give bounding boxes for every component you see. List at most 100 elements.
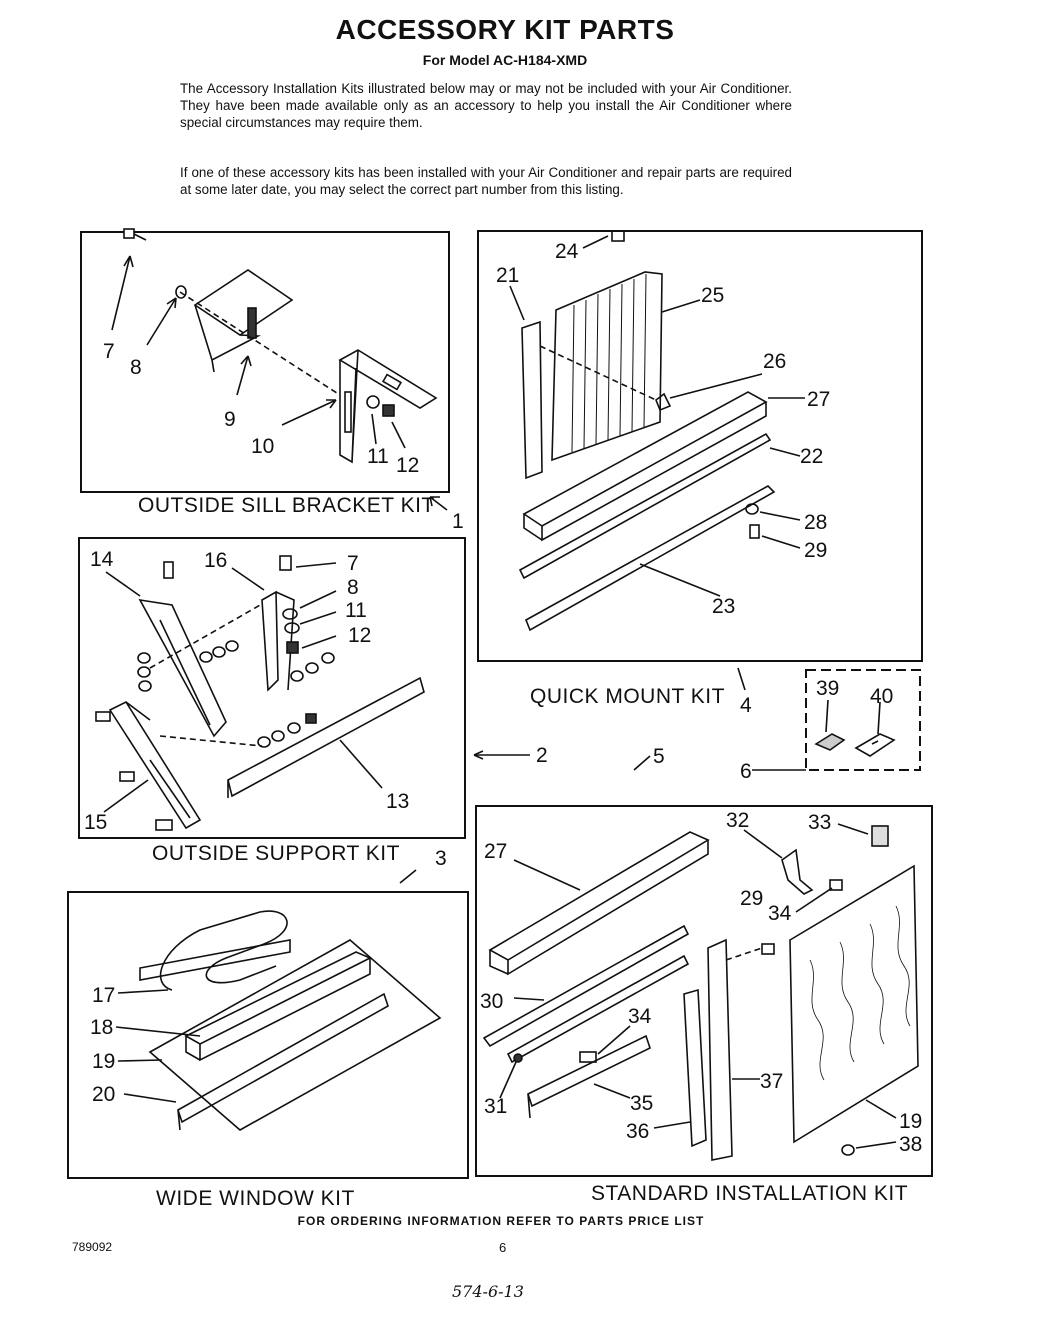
part-label: 8	[347, 576, 359, 599]
part-label: 28	[804, 511, 827, 534]
standard-side-panel	[789, 864, 919, 1144]
handwritten-note: 574-6-13	[452, 1282, 524, 1301]
part-label: 29	[740, 887, 763, 910]
part-label: 11	[345, 599, 367, 622]
part-label: 21	[496, 264, 519, 287]
part-label: 34	[768, 902, 792, 925]
part-label: 20	[92, 1083, 115, 1106]
standard-sill-bar	[488, 831, 710, 976]
support-bracket-15	[108, 700, 202, 830]
wide-window-kit-frame	[67, 891, 469, 1179]
wide-window-wood-strip	[184, 951, 372, 1062]
quick-mount-panel	[551, 271, 663, 462]
standard-bracket-32	[781, 848, 814, 895]
wide-window-rail	[177, 992, 389, 1131]
screw-icon	[749, 524, 760, 539]
washer-icon	[137, 608, 335, 748]
kit-name-standard-installation: STANDARD INSTALLATION KIT	[591, 1182, 908, 1205]
part-label: 34	[628, 1005, 652, 1028]
part-label: 36	[626, 1120, 649, 1143]
page-title: ACCESSORY KIT PARTS	[335, 14, 675, 45]
bolt-icon	[123, 228, 147, 241]
standard-channel-37	[707, 938, 733, 1161]
part-label: 23	[712, 595, 735, 618]
quick-mount-strip-23	[524, 485, 776, 632]
part-label: 25	[701, 284, 724, 307]
part-label: 8	[130, 356, 142, 379]
part-label: 7	[347, 552, 359, 575]
part-40-clip	[854, 733, 896, 757]
nut-icon	[382, 404, 395, 417]
quick-mount-strip-22	[518, 432, 772, 580]
document-number: 789092	[72, 1240, 113, 1254]
part-label: 35	[630, 1092, 653, 1115]
part-label: 40	[870, 685, 893, 708]
part-label: 19	[899, 1110, 922, 1133]
lock-washer-icon	[366, 395, 380, 409]
kit-name-wide-window: WIDE WINDOW KIT	[156, 1187, 355, 1210]
part-label: 29	[804, 539, 827, 562]
sill-bracket-cover	[193, 269, 294, 373]
part-label: 24	[555, 240, 579, 263]
part-label: 11	[367, 445, 389, 468]
quick-mount-channel	[521, 320, 543, 480]
part-label: 7	[103, 340, 115, 363]
part-label: 4	[740, 694, 752, 717]
page-number: 6	[499, 1240, 507, 1255]
nut-icon	[286, 641, 299, 654]
standard-angle-35	[527, 1034, 651, 1119]
standard-seal-36	[683, 988, 707, 1148]
kit-name-outside-sill-bracket: OUTSIDE SILL BRACKET KIT	[138, 494, 435, 517]
screw-icon	[841, 1144, 855, 1156]
kit-name-outside-support: OUTSIDE SUPPORT KIT	[152, 842, 400, 865]
part-label: 15	[84, 811, 107, 834]
part-label: 9	[224, 408, 236, 431]
sill-bracket	[338, 349, 438, 464]
part-label: 1	[452, 510, 464, 533]
part-label: 31	[484, 1095, 507, 1118]
part-label: 37	[760, 1070, 783, 1093]
part-label: 2	[536, 744, 548, 767]
kit-name-quick-mount: QUICK MOUNT KIT	[530, 685, 725, 708]
ordering-note: FOR ORDERING INFORMATION REFER TO PARTS …	[297, 1214, 705, 1228]
model-subtitle: For Model AC-H184-XMD	[422, 52, 588, 68]
support-rail-13	[227, 676, 425, 798]
part-label: 10	[251, 435, 274, 458]
part-label: 3	[435, 847, 447, 870]
support-bracket-16	[261, 590, 295, 692]
washer-icon	[175, 285, 187, 299]
intro-paragraph-2: If one of these accessory kits has been …	[180, 165, 792, 197]
washer-icon	[745, 503, 759, 515]
quick-mount-sill-bar	[522, 391, 768, 542]
screw-icon	[761, 943, 775, 955]
intro-paragraph-1: The Accessory Installation Kits illustra…	[180, 81, 792, 130]
standard-rail-30	[482, 924, 690, 1048]
clip-icon	[655, 392, 672, 412]
part-label: 19	[92, 1050, 115, 1073]
sill-bracket-kit-frame	[80, 231, 450, 493]
part-label: 16	[204, 549, 227, 572]
part-label: 27	[484, 840, 507, 863]
part-33-block	[871, 825, 889, 847]
part-label: 6	[740, 760, 752, 783]
wide-window-foam-seal	[159, 910, 288, 991]
part-label: 30	[480, 990, 503, 1013]
part-label: 26	[763, 350, 786, 373]
quick-mount-kit-frame	[477, 230, 923, 662]
part-label: 12	[348, 624, 371, 647]
small-parts-frame	[805, 669, 921, 771]
part-label: 38	[899, 1133, 922, 1156]
part-label: 32	[726, 809, 749, 832]
part-label: 27	[807, 388, 830, 411]
part-label: 13	[386, 790, 409, 813]
part-label: 18	[90, 1016, 113, 1039]
part-label: 17	[92, 984, 115, 1007]
part-label: 12	[396, 454, 419, 477]
screw-icon	[513, 1053, 523, 1063]
part-label: 39	[816, 677, 839, 700]
part-label: 5	[653, 745, 665, 768]
part-label: 22	[800, 445, 823, 468]
part-label: 14	[90, 548, 114, 571]
support-bracket-14	[138, 598, 227, 738]
